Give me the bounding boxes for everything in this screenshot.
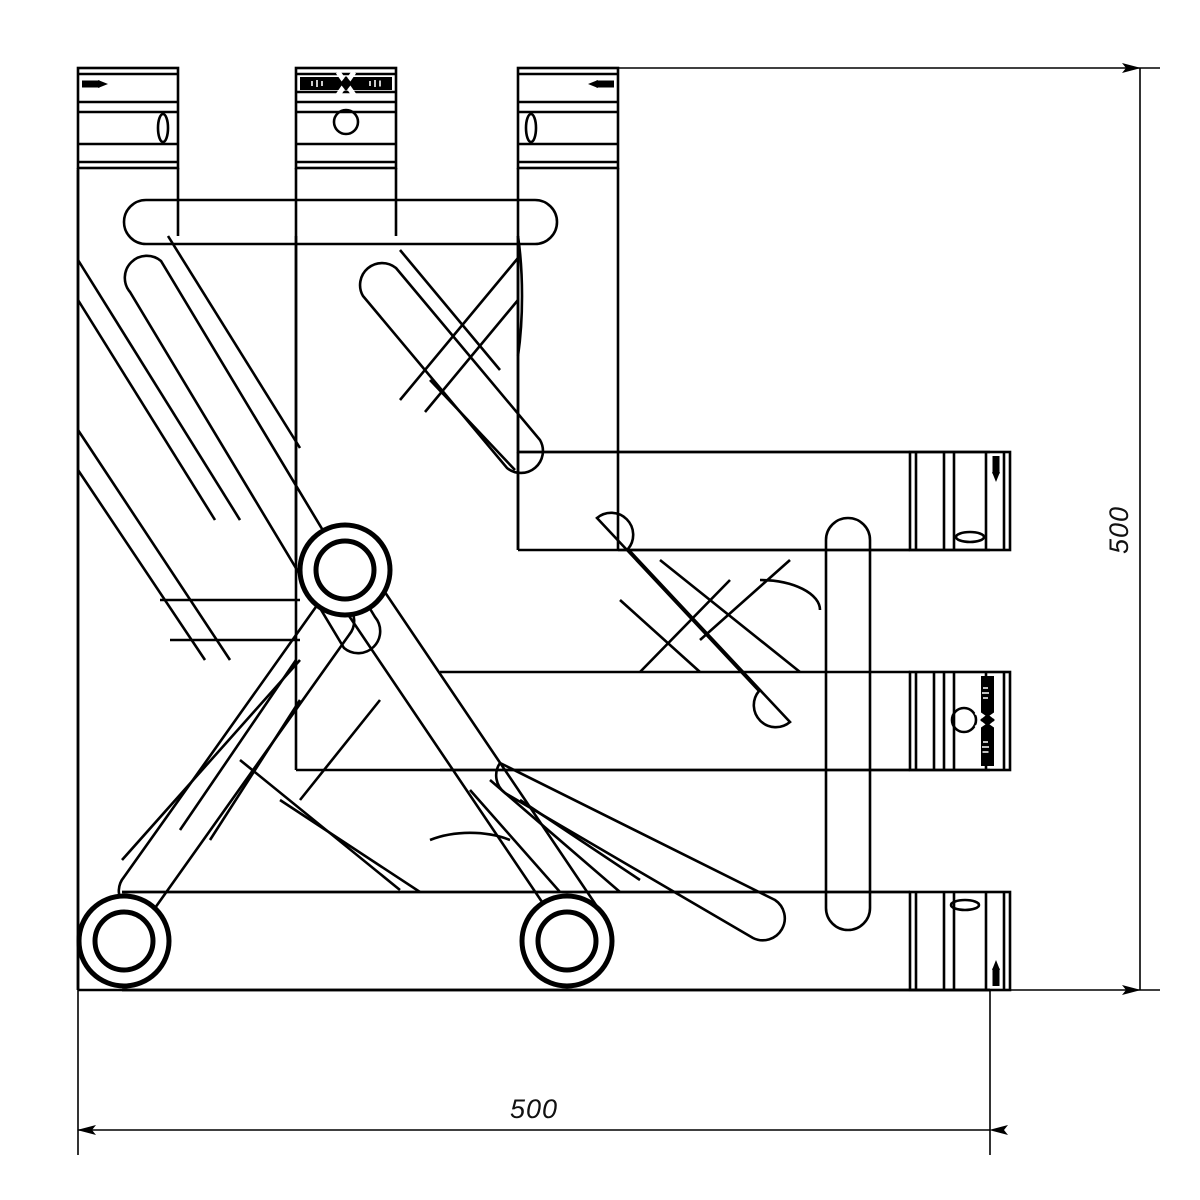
connector-logo-right-middle bbox=[974, 676, 1001, 766]
dimension-vertical-label: 500 bbox=[1104, 506, 1134, 554]
connector-logo-top-center bbox=[300, 70, 392, 97]
post-vertical-right bbox=[824, 516, 872, 932]
dimension-horizontal-label: 500 bbox=[510, 1094, 558, 1124]
connector-right-bottom bbox=[908, 890, 1012, 992]
connector-top-right bbox=[516, 66, 620, 170]
brace-set-upper-right-x bbox=[358, 235, 545, 475]
dimension-vertical bbox=[618, 63, 1160, 995]
truss-outer-profile bbox=[76, 170, 990, 992]
node-bottom-left bbox=[76, 893, 172, 989]
bottom-chord bbox=[122, 890, 990, 992]
brace-horizontal-top bbox=[122, 198, 559, 246]
brace-set-upper-left bbox=[76, 235, 382, 661]
brace-set-lower-right bbox=[469, 761, 787, 942]
connector-top-left bbox=[76, 66, 180, 170]
connector-top-center bbox=[294, 66, 398, 170]
node-inner-corner bbox=[297, 522, 393, 618]
connector-right-middle bbox=[908, 670, 1012, 772]
brace-set-lower-left-triangle bbox=[117, 566, 605, 946]
dimension-horizontal bbox=[77, 990, 1008, 1155]
connector-right-top bbox=[908, 450, 1012, 552]
brace-set-middle-right bbox=[595, 511, 822, 729]
node-bottom-mid bbox=[519, 893, 615, 989]
